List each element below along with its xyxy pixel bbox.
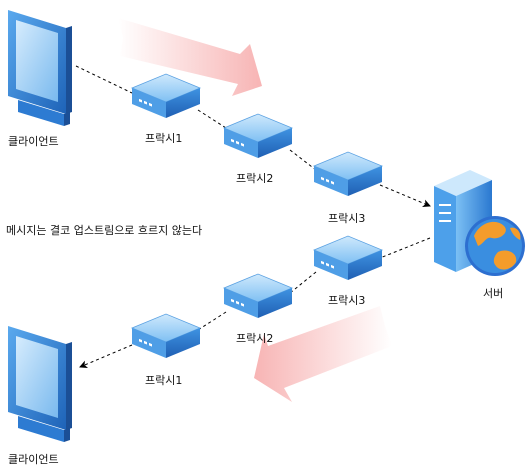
- connector-server-proxy3-bottom: [379, 237, 431, 259]
- proxy2-top-icon: [223, 113, 293, 159]
- proxy1-bottom-icon: [131, 313, 201, 359]
- proxy3-top-label: 프락시3: [328, 212, 365, 225]
- client-top-icon: [8, 10, 72, 126]
- client-top-label: 클라이언트: [8, 135, 59, 148]
- upstream-note: 메시지는 결코 업스트림으로 흐르지 않는다: [6, 224, 202, 237]
- client-bottom-label: 클라이언트: [8, 453, 59, 466]
- proxy3-bottom-label: 프락시3: [328, 294, 365, 307]
- proxy3-top-icon: [313, 151, 383, 197]
- connector-proxy3-server-top: [379, 184, 431, 207]
- connector-proxy3-proxy2-bottom: [289, 271, 317, 294]
- server-icon: [434, 170, 525, 276]
- proxy2-bottom-icon: [223, 273, 293, 319]
- connector-proxy2-proxy3-top: [289, 149, 317, 171]
- client-bottom-icon: [8, 326, 72, 442]
- downstream-flow-arrow-bottom: [254, 306, 392, 402]
- proxy1-top-icon: [131, 73, 201, 119]
- connector-proxy1-proxy2-top: [197, 109, 227, 129]
- connector-lines: [75, 65, 431, 368]
- proxy1-bottom-label: 프락시1: [145, 374, 182, 387]
- proxy2-top-label: 프락시2: [236, 172, 273, 185]
- proxy3-bottom-icon: [313, 235, 383, 281]
- proxy2-bottom-label: 프락시2: [236, 332, 273, 345]
- connector-proxy1-client-bottom: [79, 344, 133, 368]
- connector-client-proxy1-top: [75, 65, 133, 94]
- server-label: 서버: [483, 287, 503, 300]
- connector-proxy2-proxy1-bottom: [197, 311, 227, 331]
- proxy1-top-label: 프락시1: [145, 132, 182, 145]
- downstream-flow-arrow-top: [118, 18, 262, 96]
